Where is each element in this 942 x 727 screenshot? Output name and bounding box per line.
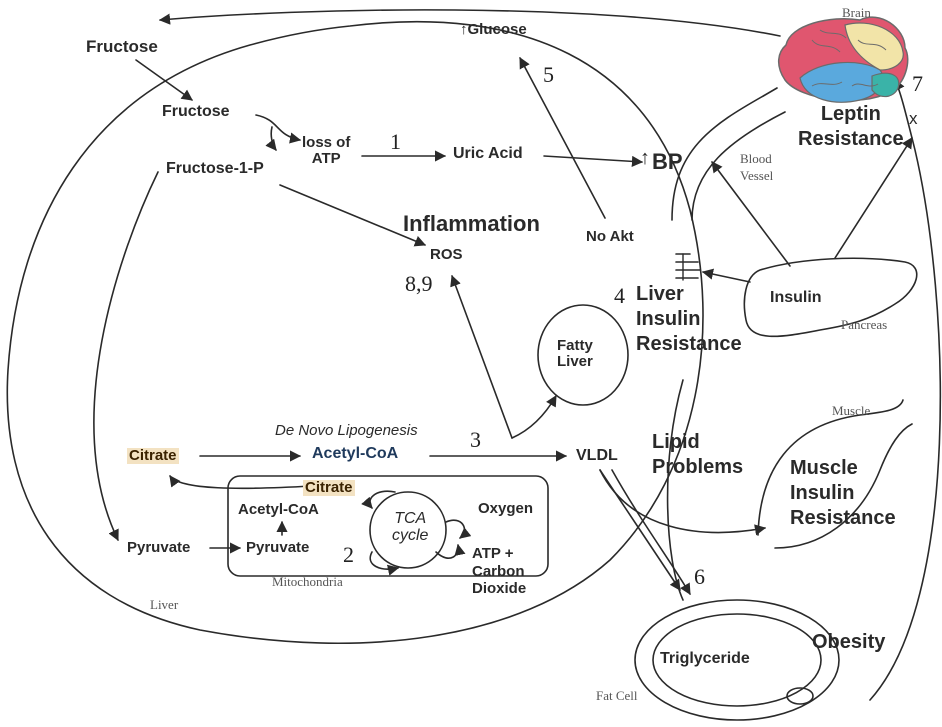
blood-vessel-region-label: Blood Vessel [740,151,774,183]
acetyl-coa-outer-label: Acetyl-CoA [312,445,399,462]
arrow-insulin-blood [711,161,791,267]
citrate-inner-label: Citrate [303,479,355,496]
fat-cell-region-label: Fat Cell [596,688,638,703]
triglyceride-label: Triglyceride [660,650,750,667]
atp-co2-label: ATP + Carbon Dioxide [472,545,527,598]
liver-outline [6,20,704,644]
step-number-7: 7 [912,71,923,96]
fat-cell-outer [634,599,840,721]
fat-cell-nucleus [786,687,814,705]
fat-cell-inner [652,613,822,707]
step-number-4: 4 [614,283,625,308]
liver-region-label: Liver [150,597,179,612]
no-akt-label: No Akt [586,228,634,245]
arrow-liver-fat [666,379,684,601]
arrow-fructose-to-f1p [255,114,302,144]
mitochondria-box [227,475,549,577]
bp-label: BP [652,149,683,174]
vldl-label: VLDL [576,447,618,464]
tca-cycle-circle [369,491,447,569]
muscle-outline-1 [757,399,904,536]
fatty-liver-circle [537,304,629,406]
glucose-label: ↑Glucose [460,21,527,38]
blood-vessel-wall-1 [671,87,778,221]
inflammation-label: Inflammation [403,211,540,236]
blood-vessel-wall-2 [691,111,786,221]
step-number-2: 2 [343,542,354,567]
fructose-outer-label: Fructose [86,37,158,56]
step-number-5: 5 [543,62,554,87]
citrate-outer-label: Citrate [127,447,179,464]
leptin-resistance-label: Leptin Resistance [798,103,904,150]
step-number-6: 6 [694,564,705,589]
muscle-region-label: Muscle [832,403,871,418]
pancreas-region-label: Pancreas [841,317,888,332]
pyruvate-outer-label: Pyruvate [127,539,191,556]
de-novo-lipogenesis-label: De Novo Lipogenesis [275,422,418,439]
arrow-fat-brain [869,78,942,701]
arrow-insulin-brain [834,137,913,259]
arrow-fork-ros [450,274,513,439]
mitochondria-region-label: Mitochondria [272,574,343,589]
fatty-liver-label: Fatty Liver [557,337,593,370]
brain-region-label: Brain [842,5,871,20]
step-number-3: 3 [470,427,481,452]
x-mark: x [909,109,918,128]
arrow-brain-fructose [158,9,781,37]
arrow-liver-to-muscle [599,469,767,536]
uric-acid-label: Uric Acid [453,145,523,162]
insulin-label: Insulin [770,289,822,306]
arrow-fork-fatty-liver [511,395,557,439]
pancreas-outline [743,257,918,338]
bp-arrow-label: ↑ [640,147,650,169]
obesity-label: Obesity [812,631,886,653]
ros-label: ROS [430,246,463,263]
arrow-citrate-out [169,475,313,490]
oxygen-label: Oxygen [478,500,534,517]
arrow-uric-acid-bp [543,155,644,167]
acetyl-coa-inner-label: Acetyl-CoA [238,501,319,518]
liver-insulin-resistance-label: Liver Insulin Resistance [636,283,742,355]
brain-illustration [778,16,909,103]
muscle-insulin-resistance-label: Muscle Insulin Resistance [790,457,896,529]
muscle-outline-2 [774,423,913,549]
arrow-fructose-branch [265,126,277,151]
arrow-f1p-pyruvate [93,171,159,542]
arrow-vldl-fat-2 [611,469,691,595]
lipid-problems-label: Lipid Problems [652,431,744,478]
step-number-1: 1 [390,129,401,154]
tca-cycle-label: TCA cycle [392,510,429,544]
fructose-inner-label: Fructose [162,103,230,120]
pyruvate-inner-label: Pyruvate [246,539,310,556]
step-number-8-9: 8,9 [405,271,433,296]
arrow-noakt-glucose [519,57,606,219]
fructose-1p-label: Fructose-1-P [166,160,264,177]
loss-of-atp-label: loss of ATP [302,134,351,167]
arrow-fructose-in [135,59,193,101]
arrow-insulin-liver [701,268,751,283]
arrow-f1p-ros [279,184,427,247]
